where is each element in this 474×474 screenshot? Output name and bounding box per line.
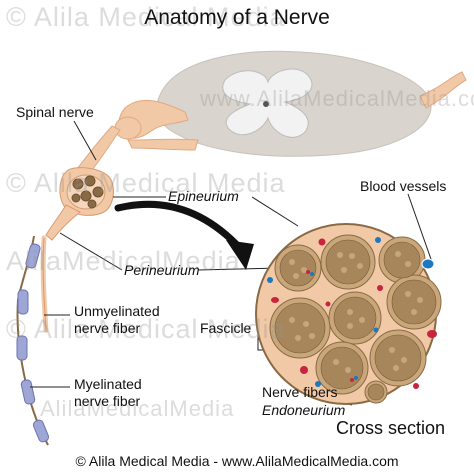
- ventral-root: [127, 138, 199, 151]
- blood-vessels: [267, 237, 437, 389]
- watermark-url: www.AlilaMedicalMedia.com: [200, 86, 474, 111]
- label-myelinated-line2: nerve fiber: [74, 393, 141, 409]
- label-blood-vessels: Blood vessels: [360, 178, 447, 194]
- central-canal: [263, 101, 269, 107]
- watermark-short: AlilaMedicalMedia: [40, 396, 235, 421]
- zoom-arrowhead: [226, 240, 254, 270]
- watermark-short: AlilaMedicalMedia: [6, 246, 241, 276]
- spinal-cord: [156, 50, 432, 157]
- nerve-root-right: [419, 71, 467, 109]
- watermark-text: © Alila Medical Media: [6, 168, 286, 198]
- label-nerve-fibers: Nerve fibers: [262, 384, 338, 400]
- label-unmyelinated-line2: nerve fiber: [74, 320, 141, 336]
- cross-section: [255, 223, 442, 405]
- label-spinal-nerve: Spinal nerve: [16, 104, 94, 120]
- label-perineurium: Perineurium: [124, 262, 200, 278]
- label-unmyelinated-line1: Unmyelinated: [74, 303, 160, 319]
- watermark-text: © Alila Medical Media: [6, 2, 286, 32]
- myelin-sheath: [16, 243, 50, 443]
- nerve-distal: [45, 204, 81, 241]
- copyright-footer: © Alila Medical Media - www.AlilaMedical…: [0, 449, 474, 474]
- label-myelinated-line1: Myelinated: [74, 376, 142, 392]
- diagram-title: Anatomy of a Nerve: [144, 6, 330, 29]
- stump-fascicles: [71, 175, 104, 209]
- label-epineurium: Epineurium: [168, 188, 239, 204]
- spinal-ganglion: [114, 116, 142, 140]
- label-unmyelinated: Unmyelinated nerve fiber: [74, 303, 160, 337]
- zoom-arrow: [114, 200, 240, 248]
- label-myelinated: Myelinated nerve fiber: [74, 376, 142, 410]
- watermark-text: © Alila Medical Media: [6, 314, 286, 344]
- label-cross-section: Cross section: [336, 418, 446, 438]
- label-fascicle: Fascicle: [200, 320, 252, 336]
- label-endoneurium: Endoneurium: [262, 402, 346, 418]
